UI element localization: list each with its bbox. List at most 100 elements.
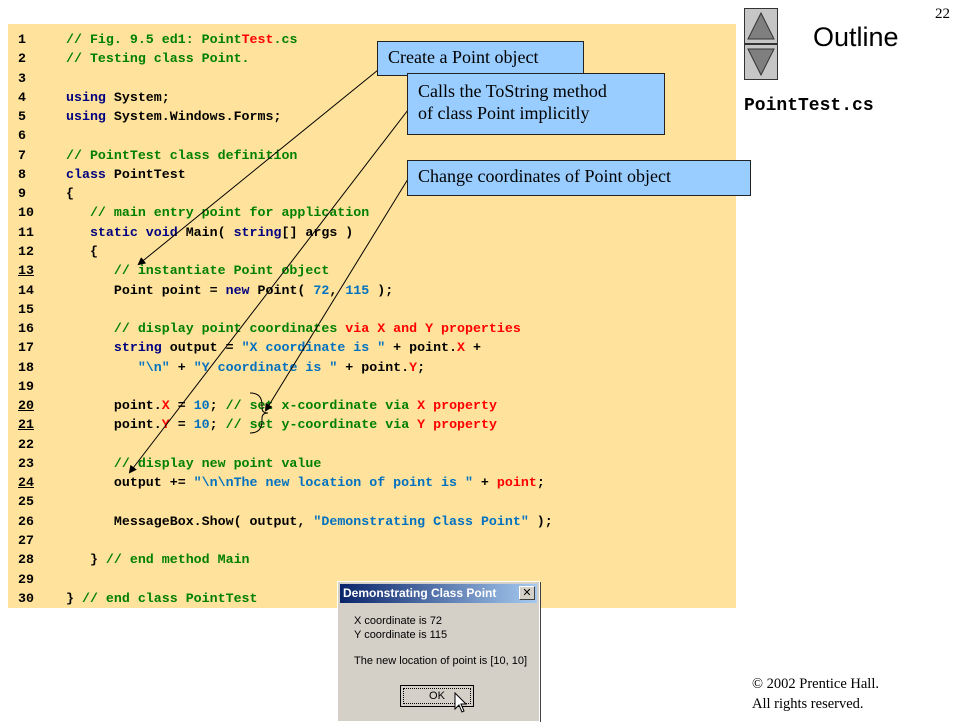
line-number: 8 — [18, 166, 26, 182]
code-text: class PointTest — [66, 165, 186, 184]
code-token: point — [496, 475, 537, 491]
code-token: + — [465, 340, 481, 356]
message-box-window: Demonstrating Class Point ✕ X coordinate… — [337, 581, 540, 722]
code-text: MessageBox.Show( output, "Demonstrating … — [66, 512, 553, 531]
triangle-up-icon — [747, 11, 775, 40]
code-token: { — [66, 186, 74, 202]
code-token: "\n\nThe new location of point is " — [193, 475, 473, 491]
line-number: 30 — [18, 590, 34, 606]
code-token: PointTest — [105, 166, 186, 182]
code-text: string output = "X coordinate is " + poi… — [66, 338, 481, 357]
line-number: 26 — [18, 513, 34, 529]
line-number: 12 — [18, 243, 34, 259]
code-text: } // end class PointTest — [66, 589, 258, 608]
code-token: [] args ) — [281, 224, 354, 240]
message-box-title-bar[interactable]: Demonstrating Class Point — [340, 584, 537, 603]
code-token: 72 — [313, 282, 330, 298]
code-token: via X and Y properties — [345, 321, 521, 337]
code-token: + — [472, 475, 497, 491]
callout-tostring-line2: of class Point implicitly — [418, 103, 590, 123]
file-name: PointTest.cs — [744, 96, 874, 116]
code-token: "X coordinate is " — [241, 340, 386, 356]
code-token: Point( — [249, 282, 314, 298]
next-slide-button[interactable] — [744, 44, 778, 80]
callout-change-coordinates: Change coordinates of Point object — [407, 160, 751, 196]
line-number: 7 — [18, 147, 26, 163]
line-number: 22 — [18, 436, 34, 452]
code-token: 10 — [193, 398, 210, 414]
line-number: 10 — [18, 205, 34, 221]
line-number: 4 — [18, 89, 26, 105]
code-token: + point. — [337, 359, 410, 375]
code-token: // set y-coordinate via — [225, 417, 418, 433]
code-token: Point point = — [66, 282, 226, 298]
line-number: 11 — [18, 224, 34, 240]
close-button[interactable]: ✕ — [519, 586, 535, 600]
code-text: // Fig. 9.5 ed1: PointTest.cs — [66, 30, 297, 49]
code-token: 10 — [193, 417, 210, 433]
code-token: { — [66, 243, 98, 259]
code-token: // PointTest class definition — [66, 147, 298, 163]
code-text: { — [66, 242, 98, 261]
code-token: "Y coordinate is " — [193, 359, 338, 375]
code-token: "\n" — [66, 359, 170, 375]
line-number: 17 — [18, 340, 34, 356]
code-token: "Demonstrating Class Point" — [313, 513, 529, 529]
code-token: point. — [66, 417, 162, 433]
message-box-title: Demonstrating Class Point — [343, 586, 497, 600]
line-number: 13 — [18, 263, 34, 279]
triangle-down-icon — [747, 48, 775, 77]
line-number: 28 — [18, 552, 34, 568]
line-number: 14 — [18, 282, 34, 298]
code-token: + point. — [385, 340, 458, 356]
code-token: // end class PointTest — [81, 590, 258, 606]
code-token: using — [66, 89, 106, 105]
callout-create-point: Create a Point object — [377, 41, 584, 76]
code-token: Test — [241, 32, 274, 47]
message-line-location: The new location of point is [10, 10] — [354, 655, 528, 667]
code-text: using System.Windows.Forms; — [66, 107, 281, 126]
line-number: 27 — [18, 533, 34, 549]
code-text: point.X = 10; // set x-coordinate via X … — [66, 396, 497, 415]
code-token: } — [66, 590, 82, 606]
code-token: // end method Main — [105, 552, 250, 568]
line-number: 20 — [18, 398, 34, 414]
code-token: .cs — [273, 32, 298, 47]
code-token: string — [233, 224, 282, 240]
page-number: 22 — [935, 6, 950, 22]
code-token: , — [329, 282, 346, 298]
code-token: // Fig. 9.5 ed1: Point — [66, 32, 242, 47]
code-token: X — [161, 398, 170, 414]
code-token: MessageBox.Show( output, — [66, 513, 314, 529]
code-token: ; — [417, 359, 426, 375]
line-number: 16 — [18, 321, 34, 337]
code-token: string — [66, 340, 162, 356]
code-token: Main( — [177, 224, 234, 240]
code-text: Point point = new Point( 72, 115 ); — [66, 281, 393, 300]
code-token: // Testing class Point. — [66, 51, 250, 67]
line-number: 21 — [18, 417, 34, 433]
code-token: // set x-coordinate via — [225, 398, 418, 414]
line-number: 6 — [18, 128, 26, 144]
copyright-line1: © 2002 Prentice Hall. — [752, 676, 879, 692]
code-token: ); — [369, 282, 394, 298]
line-number: 24 — [18, 475, 34, 491]
code-text: using System; — [66, 88, 170, 107]
code-text: } // end method Main — [66, 550, 250, 569]
previous-slide-button[interactable] — [744, 8, 778, 44]
code-text: // display point coordinates via X and Y… — [66, 319, 521, 338]
ok-button-label: OK — [429, 690, 445, 702]
mouse-pointer-icon — [454, 692, 468, 713]
line-number: 23 — [18, 455, 34, 471]
code-text: // display new point value — [66, 454, 321, 473]
code-token: Y property — [417, 417, 497, 433]
code-token: class — [66, 166, 106, 182]
code-token: + — [169, 359, 194, 375]
line-number: 3 — [18, 70, 26, 86]
code-token: = — [169, 398, 194, 414]
line-number: 1 — [18, 32, 26, 47]
code-text: point.Y = 10; // set y-coordinate via Y … — [66, 415, 497, 434]
code-token: ); — [528, 513, 553, 529]
code-token: // main entry point for application — [66, 205, 370, 221]
outline-title: Outline — [813, 22, 899, 52]
